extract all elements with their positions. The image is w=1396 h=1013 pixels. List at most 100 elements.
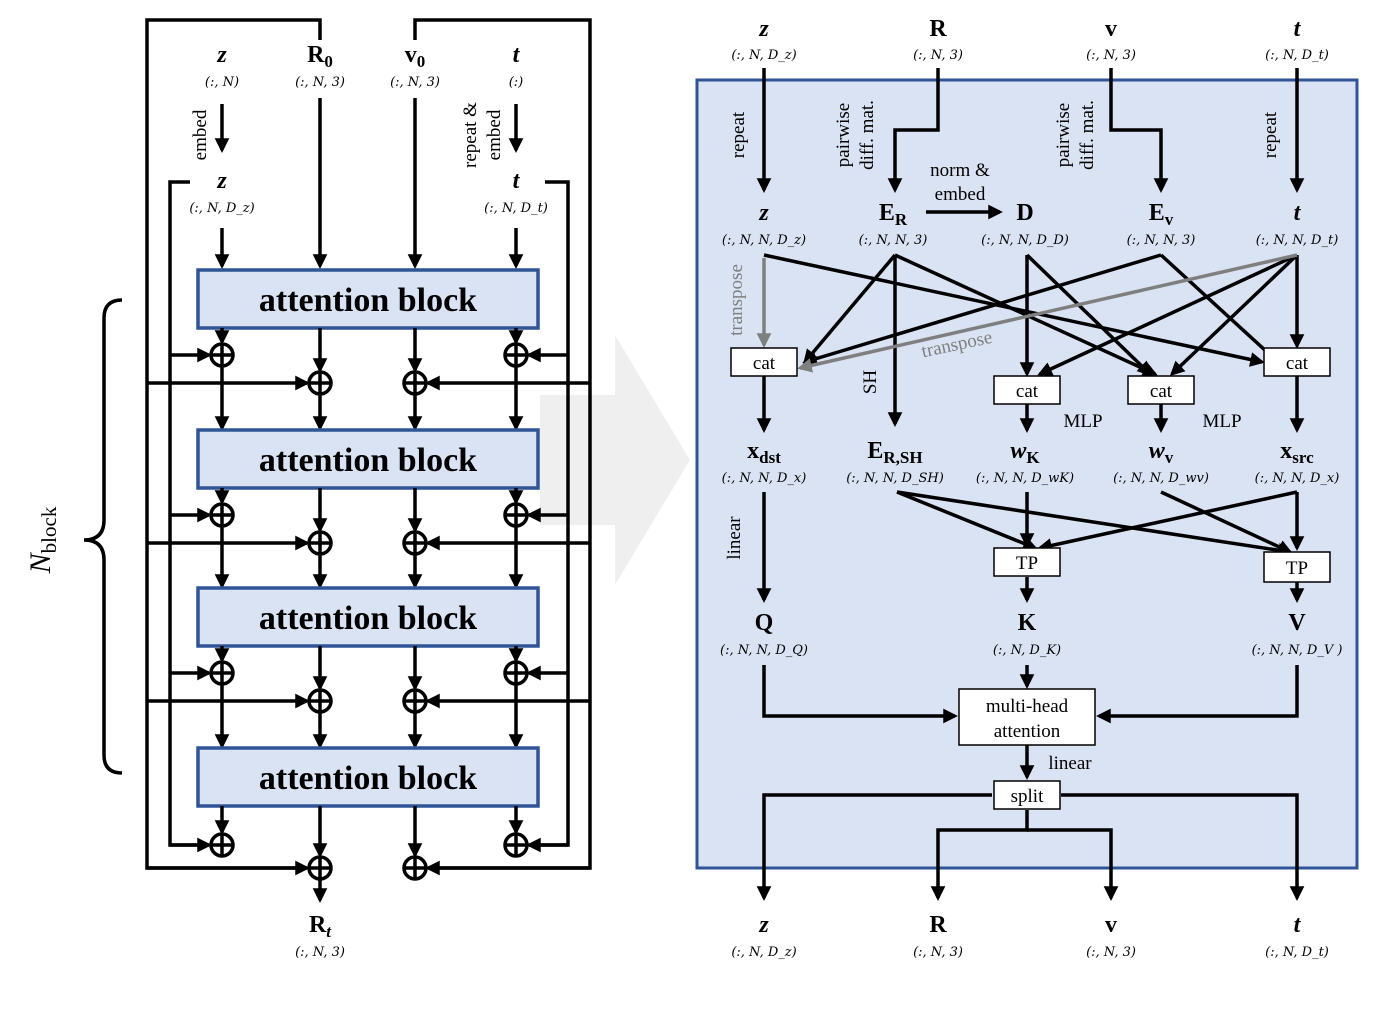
right-input-z-shape: (:, N, D_z)	[731, 48, 796, 63]
row1-d-shape: (:, N, N, D_D)	[981, 233, 1069, 248]
cat-label-src: cat	[1286, 353, 1309, 374]
mha-label-1: multi-head	[986, 696, 1069, 717]
left-output-rt: Rt	[309, 912, 332, 941]
right-input-z: z	[758, 16, 769, 42]
row3-k: K	[1018, 610, 1037, 636]
pairwise-label-v-1: pairwise	[1053, 103, 1074, 167]
right-output-t-shape: (:, N, D_t)	[1265, 945, 1329, 960]
left-t-embedded-shape: (:, N, D_t)	[484, 201, 548, 216]
left-input-z-shape: (:, N)	[205, 75, 239, 90]
row2-ersh: ER,SH	[867, 438, 922, 467]
sh-label: SH	[860, 370, 881, 395]
cat-box-dst	[730, 347, 798, 377]
cat-label-dst: cat	[753, 353, 776, 374]
left-z-embedded-shape: (:, N, D_z)	[189, 201, 254, 216]
left-input-v0: v0	[405, 42, 426, 71]
n-block-label: Nblock	[24, 506, 61, 574]
left-repeat-embed-label-2: embed	[484, 109, 505, 160]
transpose-label-vertical: transpose	[726, 264, 747, 336]
row3-q-shape: (:, N, N, D_Q)	[720, 643, 808, 658]
split-label: split	[1011, 786, 1044, 807]
pairwise-label-v-2: diff. mat.	[1077, 100, 1098, 170]
attention-block-label: attention block	[259, 442, 477, 479]
left-embed-label: embed	[190, 109, 211, 160]
tp-box-k	[993, 547, 1061, 577]
tp-box-v	[1263, 551, 1331, 583]
left-z-embedded: z	[216, 168, 227, 194]
mlp-label-k: MLP	[1063, 411, 1102, 432]
attention-block-label: attention block	[259, 760, 477, 797]
right-output-t: t	[1294, 912, 1302, 938]
row1-er: ER	[879, 200, 908, 229]
row1-ev-shape: (:, N, N, 3)	[1127, 233, 1196, 248]
right-input-t-shape: (:, N, D_t)	[1265, 48, 1329, 63]
left-input-t: t	[513, 42, 521, 68]
row2-xsrc-shape: (:, N, N, D_x)	[1255, 471, 1340, 486]
left-block-flow: attention block attention block attention …	[147, 268, 590, 903]
right-output-r: R	[929, 912, 947, 938]
right-input-v: v	[1105, 16, 1117, 42]
row2-ersh-shape: (:, N, N, D_SH)	[846, 471, 944, 486]
left-input-r0-shape: (:, N, 3)	[295, 75, 345, 90]
right-output-v-shape: (:, N, 3)	[1086, 945, 1136, 960]
row2-xdst: xdst	[747, 438, 781, 467]
left-input-z: z	[216, 42, 227, 68]
row2-xdst-shape: (:, N, N, D_x)	[722, 471, 807, 486]
right-input-v-shape: (:, N, 3)	[1086, 48, 1136, 63]
tp-label-k: TP	[1016, 553, 1038, 574]
right-input-t: t	[1294, 16, 1302, 42]
transpose-connections	[756, 253, 1298, 373]
right-panel-connections	[756, 68, 1305, 901]
row1-z: z	[758, 200, 769, 226]
linear-label-out: linear	[1048, 753, 1092, 774]
row3-q: Q	[755, 610, 774, 636]
attention-block-label: attention block	[259, 600, 477, 637]
tp-label-v: TP	[1286, 558, 1308, 579]
left-input-t-shape: (:)	[509, 75, 524, 90]
row2-wv: wv	[1149, 438, 1174, 467]
row1-er-shape: (:, N, N, 3)	[859, 233, 928, 248]
right-output-r-shape: (:, N, 3)	[913, 945, 963, 960]
split-box	[993, 780, 1061, 810]
pairwise-label-r-1: pairwise	[833, 103, 854, 167]
right-output-z-shape: (:, N, D_z)	[731, 945, 796, 960]
row1-t-shape: (:, N, N, D_t)	[1256, 233, 1339, 248]
attention-block	[196, 268, 540, 330]
multi-head-attention-box	[958, 688, 1096, 746]
row2-xsrc: xsrc	[1280, 438, 1314, 467]
pairwise-label-r-2: diff. mat.	[857, 100, 878, 170]
row1-z-shape: (:, N, N, D_z)	[722, 233, 806, 248]
attention-block	[196, 428, 540, 490]
norm-embed-label-1: norm &	[930, 160, 990, 181]
row2-wk-shape: (:, N, N, D_wK)	[976, 471, 1074, 486]
row1-t: t	[1294, 200, 1302, 226]
row3-v-shape: (:, N, N, D_V )	[1252, 643, 1343, 658]
repeat-label-z: repeat	[728, 111, 749, 158]
attention-block	[196, 746, 540, 808]
cat-box-src	[1263, 347, 1331, 377]
left-input-v0-shape: (:, N, 3)	[390, 75, 440, 90]
n-block-brace	[83, 298, 123, 775]
attention-block-label: attention block	[259, 282, 477, 319]
row1-d: D	[1016, 200, 1033, 226]
norm-embed-label-2: embed	[935, 184, 986, 205]
row3-k-shape: (:, N, D_K)	[993, 643, 1061, 658]
cat-box-v	[1127, 375, 1195, 405]
mha-label-2: attention	[994, 721, 1061, 742]
cat-label-k: cat	[1016, 381, 1039, 402]
mlp-label-v: MLP	[1202, 411, 1241, 432]
row1-ev: Ev	[1149, 200, 1174, 229]
attention-block	[196, 586, 540, 648]
left-t-embedded: t	[513, 168, 521, 194]
transition-arrow-shape	[540, 335, 690, 585]
left-repeat-embed-label-1: repeat &	[460, 102, 481, 168]
left-output-rt-shape: (:, N, 3)	[295, 945, 345, 960]
right-output-v: v	[1105, 912, 1117, 938]
repeat-label-t: repeat	[1260, 111, 1281, 158]
linear-label-q: linear	[724, 516, 745, 560]
cat-box-k	[993, 375, 1061, 405]
right-input-r-shape: (:, N, 3)	[913, 48, 963, 63]
row2-wv-shape: (:, N, N, D_wv)	[1113, 471, 1209, 486]
row2-wk: wK	[1010, 438, 1040, 467]
right-input-r: R	[929, 16, 947, 42]
